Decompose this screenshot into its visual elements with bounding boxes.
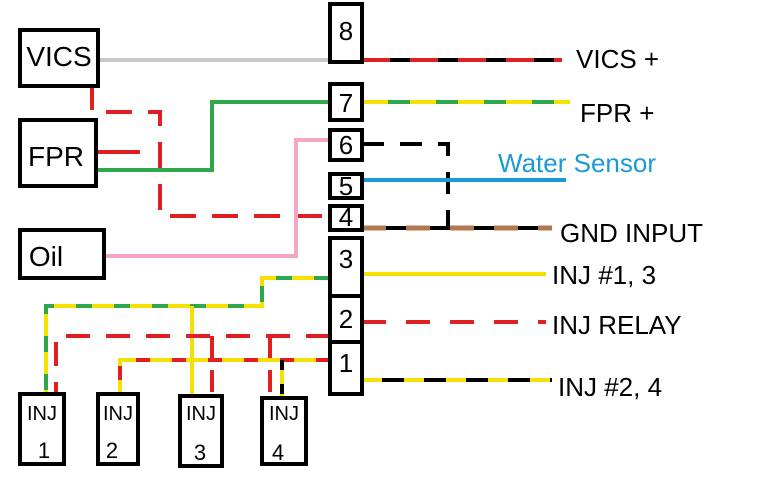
label-fpr-plus: FPR + <box>580 98 654 128</box>
inj3-number: 3 <box>194 440 206 465</box>
wire-vics-red-dashed <box>90 84 330 218</box>
oil-label: Oil <box>29 241 63 272</box>
pin-box-4 <box>328 204 364 232</box>
oil-box <box>18 228 106 280</box>
wires <box>44 58 570 398</box>
pin-label-4: 4 <box>339 202 353 232</box>
component-vics: VICS <box>18 28 100 88</box>
fpr-box <box>18 118 98 188</box>
inj2-label: INJ <box>103 403 133 425</box>
inj4-label: INJ <box>269 403 299 425</box>
inj4-number: 4 <box>272 440 284 465</box>
inj4-box <box>260 396 308 466</box>
wire-inj24-bus-red <box>118 358 330 394</box>
inj2-number: 2 <box>106 438 118 463</box>
injector-1: INJ 1 <box>18 392 66 466</box>
inj3-box <box>178 394 224 468</box>
wire-water-loop <box>362 142 450 228</box>
wire-relay-bus <box>54 334 330 396</box>
pin-label-3: 3 <box>339 244 353 274</box>
inj3-label: INJ <box>186 403 216 425</box>
pin-label-5: 5 <box>339 171 353 201</box>
pin-box-7 <box>328 82 364 122</box>
component-fpr: FPR <box>18 118 98 188</box>
pin-box-1 <box>328 340 364 396</box>
wire-fpr-green <box>96 100 330 172</box>
inj1-number: 1 <box>38 438 50 463</box>
pin-label-2: 2 <box>339 304 353 334</box>
inj1-box <box>18 392 66 466</box>
component-oil: Oil <box>18 228 106 280</box>
pin-box-3 <box>328 236 364 298</box>
label-vics-plus: VICS + <box>576 44 659 74</box>
pin-label-1: 1 <box>339 348 353 378</box>
pin-box-8 <box>328 2 364 64</box>
injector-4: INJ 4 <box>260 396 308 466</box>
injector-3: INJ 3 <box>178 394 224 468</box>
pin-label-7: 7 <box>339 88 353 118</box>
pin-box-6 <box>328 128 364 162</box>
fpr-label: FPR <box>28 141 84 172</box>
inj2-box <box>96 392 140 466</box>
label-water-sensor: Water Sensor <box>498 148 656 178</box>
output-labels: VICS + FPR + Water Sensor GND INPUT INJ … <box>498 44 703 402</box>
label-inj-relay: INJ RELAY <box>552 310 682 340</box>
label-gnd-input: GND INPUT <box>560 218 703 248</box>
pin-box-2 <box>328 294 364 344</box>
wire-inj13-bus-green <box>44 276 330 396</box>
label-inj-1-3: INJ #1, 3 <box>552 260 656 290</box>
label-inj-2-4: INJ #2, 4 <box>558 372 662 402</box>
vics-box <box>18 28 100 88</box>
injector-2: INJ 2 <box>96 392 140 466</box>
pin-label-6: 6 <box>339 130 353 160</box>
wire-oil-pink <box>104 138 330 258</box>
pin-box-5 <box>328 172 364 200</box>
pin-label-8: 8 <box>339 16 353 46</box>
inj1-label: INJ <box>27 403 57 425</box>
connector: 8 7 6 5 4 3 2 1 <box>328 2 364 396</box>
wire-inj24-bus-yellow <box>118 358 330 394</box>
vics-label: VICS <box>26 41 91 72</box>
